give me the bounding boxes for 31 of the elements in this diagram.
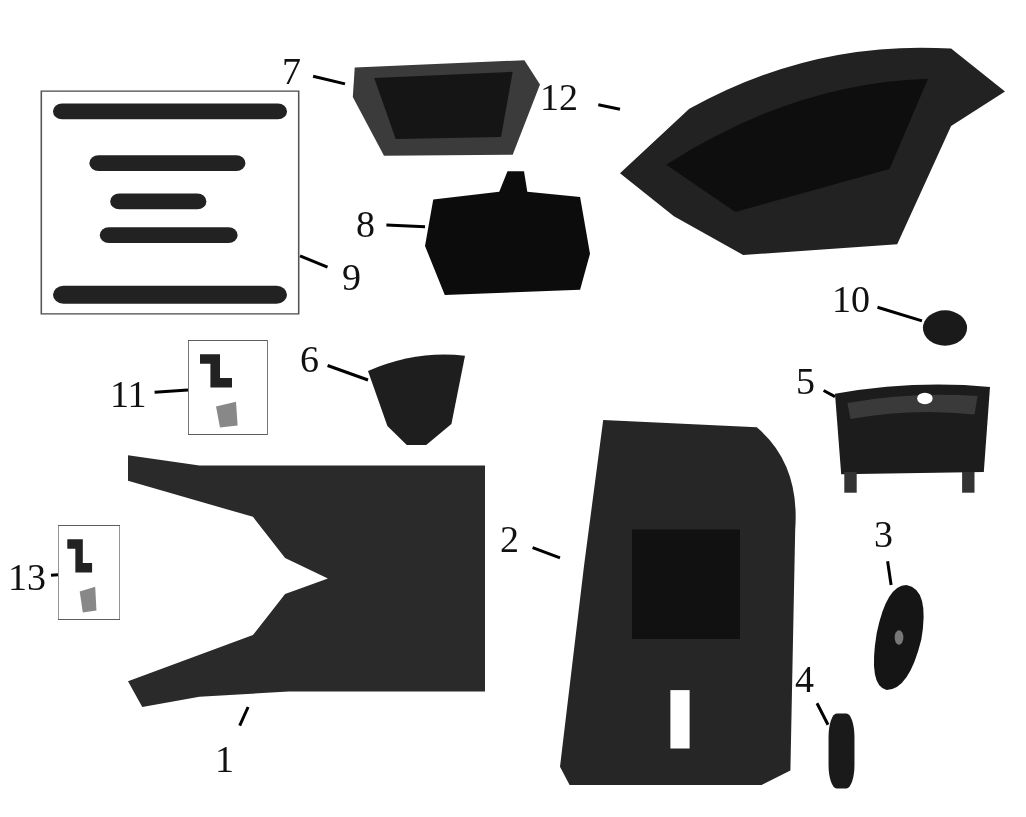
leader-line: [877, 305, 923, 323]
callout-number: 9: [342, 258, 361, 296]
grip-drawing: [828, 712, 855, 790]
leader-line: [154, 388, 189, 394]
leader-line: [386, 223, 426, 229]
leader-line: [822, 389, 836, 398]
callout-number: 1: [215, 740, 234, 778]
callout-number: 10: [832, 280, 870, 318]
leader-line: [532, 546, 561, 560]
callout-number: 12: [540, 78, 578, 116]
callout-number: 4: [795, 660, 814, 698]
callout-number: 13: [8, 558, 46, 596]
callout-number: 11: [110, 375, 147, 413]
callout-number: 7: [282, 52, 301, 90]
bracket-set-drawing: [58, 525, 120, 620]
bracket-set-drawing: [188, 340, 268, 435]
leader-line: [238, 706, 250, 727]
leader-line: [815, 702, 830, 726]
leader-line: [327, 364, 369, 382]
rubber-strips-drawing: [40, 90, 300, 315]
leader-line: [598, 103, 621, 111]
rubber-plug-drawing: [922, 307, 968, 349]
callout-number: 2: [500, 520, 519, 558]
callout-number: 6: [300, 340, 319, 378]
callout-number: 8: [356, 205, 375, 243]
callout-number: 3: [874, 515, 893, 553]
callout-number: 5: [796, 362, 815, 400]
leader-line: [299, 254, 329, 269]
leader-line: [312, 74, 346, 86]
leader-line: [886, 561, 893, 586]
leader-line: [50, 573, 59, 577]
